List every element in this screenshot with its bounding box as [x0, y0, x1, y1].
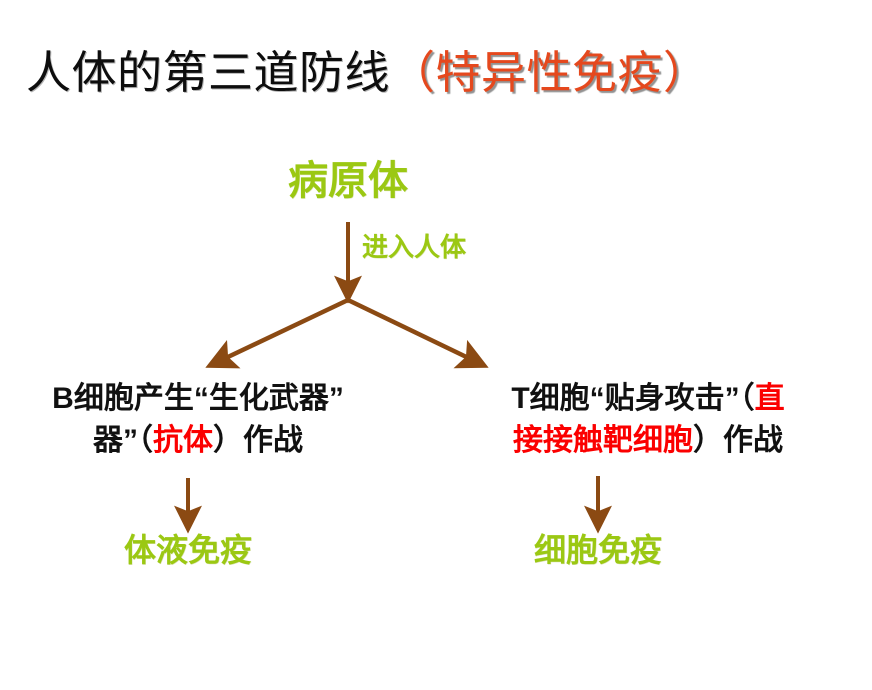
page-title-main: 人体的第三道防线: [26, 48, 391, 98]
page-title-accent: （特异性免疫）: [390, 48, 709, 98]
b-cell-line1: B细胞产生“生化武器”: [52, 382, 344, 415]
node-humoral-immunity: 体液免疫: [123, 532, 252, 568]
node-t-cell-branch: T细胞“贴身攻击”（直 接接触靶细胞）作战: [424, 378, 872, 462]
b-cell-line2-prefix: 器”（: [93, 424, 153, 457]
b-cell-antibody-highlight: 抗体: [153, 424, 213, 457]
arrow-label-enter-body: 进入人体: [362, 232, 467, 262]
t-cell-line1-highlight: 直: [754, 382, 785, 415]
t-cell-line2-highlight: 接接触靶细胞: [513, 424, 693, 457]
node-cellular-immunity: 细胞免疫: [533, 532, 662, 568]
t-cell-line2-suffix: ）作战: [693, 424, 783, 457]
page-title: 人体的第三道防线（特异性免疫）: [26, 46, 709, 100]
branch-left-arrow: [205, 297, 349, 369]
node-b-cell-branch: B细胞产生“生化武器” 器”（抗体）作战: [0, 378, 396, 462]
node-pathogen: 病原体: [288, 159, 408, 203]
b-cell-line2-suffix: ）作战: [213, 424, 303, 457]
branch-right-arrow: [347, 297, 489, 369]
t-cell-line1-prefix: T细胞“贴身攻击”（: [511, 382, 755, 415]
